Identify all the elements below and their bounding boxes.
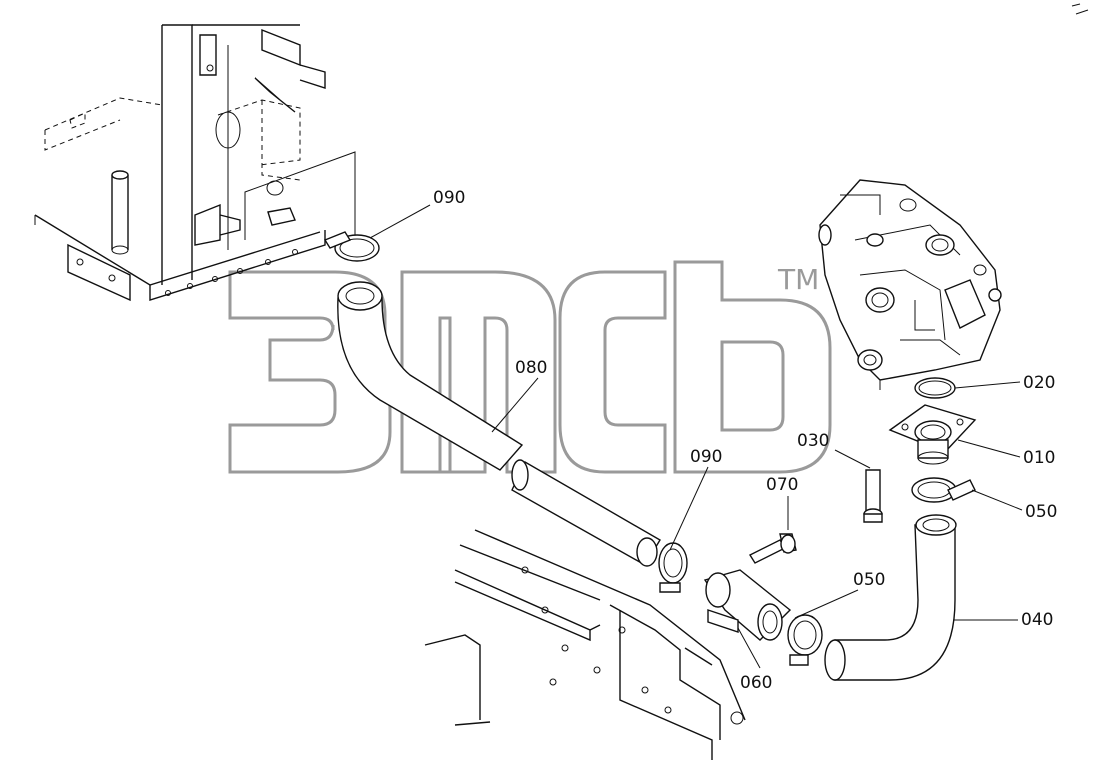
callout-020: 020: [1023, 373, 1055, 393]
pipe-joint-060: [703, 569, 792, 641]
callout-050-lower: 050: [853, 570, 885, 590]
callout-090-top: 090: [433, 188, 465, 208]
corner-marks: [1071, 3, 1089, 15]
clamp-050-lower: [787, 614, 823, 666]
hydraulic-pump: [818, 179, 1002, 390]
bolt-070: [748, 533, 797, 564]
callout-030: 030: [797, 431, 829, 451]
callout-060: 060: [740, 673, 772, 693]
hose-080: [337, 281, 661, 567]
callout-labels: 090 080 090 070 050 060 030 020 010 050 …: [433, 188, 1057, 693]
callout-010: 010: [1023, 448, 1055, 468]
bolt-030: [863, 469, 883, 523]
trademark-symbol: TM: [777, 263, 819, 296]
flange-010: [888, 404, 977, 465]
hose-040: [824, 514, 957, 681]
callout-090-lower: 090: [690, 447, 722, 467]
callout-040: 040: [1021, 610, 1053, 630]
callout-050-upper: 050: [1025, 502, 1057, 522]
hydraulic-tank: [34, 24, 356, 302]
callout-070: 070: [766, 475, 798, 495]
clamp-050-upper: [911, 477, 976, 503]
watermark-logo: TM: [228, 260, 832, 474]
leader-lines: [369, 204, 1023, 669]
clamp-090-lower: [658, 542, 688, 593]
o-ring-020: [914, 377, 956, 399]
machine-frame: [424, 529, 746, 760]
callout-080: 080: [515, 358, 547, 378]
clamp-090-top: [323, 231, 380, 262]
